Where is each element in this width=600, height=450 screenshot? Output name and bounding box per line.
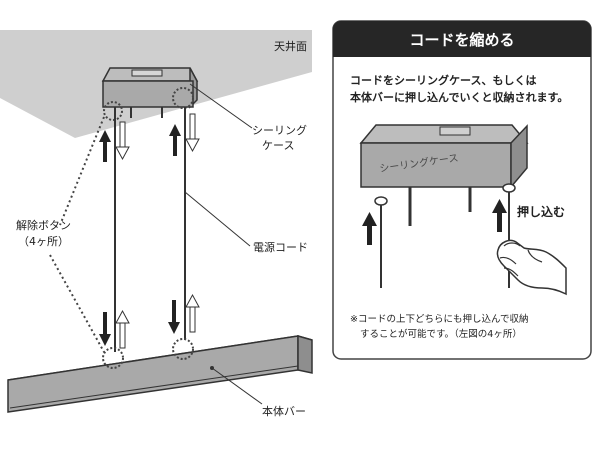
power-cord-label: 電源コード (253, 240, 308, 254)
leader-ceiling-case (189, 83, 253, 129)
arrow-up-outline-left-bottom (115, 309, 130, 349)
arrow-down-outline-left (115, 121, 130, 161)
body-bar (7, 335, 313, 413)
hand-icon (496, 239, 567, 296)
release-button-top-right (172, 87, 194, 109)
leader-body-bar (211, 367, 263, 405)
release-button-bottom-right (172, 338, 194, 360)
leader-power-cord (184, 191, 251, 247)
description-line-1: コードをシーリングケース、もしくは (350, 73, 536, 87)
arrow-up-filled-left (99, 130, 111, 162)
arrow-up-filled-panel-right (492, 199, 507, 232)
arrow-up-filled-right (169, 124, 181, 156)
arrow-up-outline-right-bottom (185, 293, 200, 333)
arrow-down-outline-right (185, 113, 200, 153)
note-line-2: することが可能です。（左図の4ヶ所） (360, 328, 522, 340)
leader-release-bottom (49, 254, 105, 353)
note-line-1: ※コードの上下どちらにも押し込んで収納 (350, 313, 529, 325)
description-line-2: 本体バーに押し込んでいくと収納されます。 (350, 90, 568, 104)
arrow-down-filled-left-bottom (99, 312, 111, 346)
release-button-top-left (103, 101, 123, 121)
ceiling-case-label-2: ケース (262, 139, 294, 152)
panel-header-title: コードを縮める (409, 31, 514, 49)
push-label: 押し込む (517, 204, 565, 219)
release-button-label-2: （4ヶ所） (18, 235, 69, 248)
arrow-down-filled-right-bottom (168, 300, 180, 334)
release-button-label-1: 解除ボタン (16, 218, 71, 232)
instruction-panel (332, 20, 592, 360)
release-button-bottom-left (102, 347, 124, 369)
arrow-up-filled-panel-left (362, 212, 377, 245)
body-bar-label: 本体バー (262, 404, 306, 418)
ceiling-case-large (359, 124, 529, 226)
ceiling-case-label-1: シーリング (252, 123, 307, 137)
ceiling-case (101, 67, 199, 118)
ceiling-label: 天井面 (274, 39, 307, 53)
